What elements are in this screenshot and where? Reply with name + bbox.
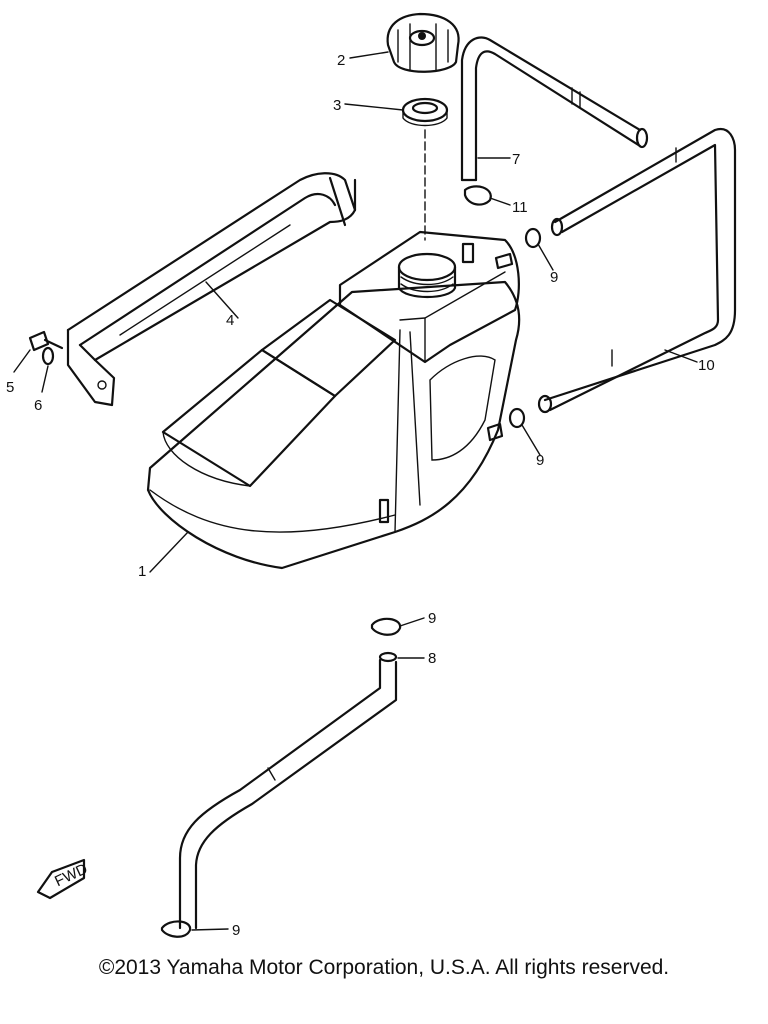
fuel-tank [146, 230, 521, 570]
callout-11: 11 [512, 199, 528, 216]
callout-9-middle: 9 [536, 452, 544, 469]
forward-arrow-icon: FWD [36, 858, 90, 900]
callout-9-lower-top: 9 [428, 610, 436, 627]
cap-gasket [401, 97, 449, 127]
callout-7: 7 [512, 151, 520, 168]
callout-1: 1 [138, 563, 146, 580]
drain-hose [178, 651, 398, 930]
bolt [28, 330, 64, 352]
callout-2: 2 [337, 52, 345, 69]
fuel-cap [386, 12, 460, 73]
tank-band [66, 172, 357, 407]
hose-clamp-upper [524, 227, 542, 249]
callout-10: 10 [698, 357, 715, 374]
callout-9-upper: 9 [550, 269, 558, 286]
callout-9-lower-bottom: 9 [232, 922, 240, 939]
leader-lines [13, 51, 698, 931]
callout-4: 4 [226, 312, 234, 329]
hose-clamp-lower-bottom [160, 920, 192, 938]
vent-hose [460, 36, 649, 182]
hose-clamp-lower-top [370, 617, 402, 636]
washer [41, 346, 55, 366]
fuel-tank-exploded-diagram: FWD 2 3 4 5 6 7 11 9 10 9 1 9 8 9 [6, 12, 737, 939]
callout-5: 5 [6, 379, 14, 396]
copyright-notice: ©2013 Yamaha Motor Corporation, U.S.A. A… [98, 956, 670, 979]
callout-3: 3 [333, 97, 341, 114]
callout-8: 8 [428, 650, 436, 667]
callout-6: 6 [34, 397, 42, 414]
fuel-hose-long [537, 127, 737, 414]
hose-clamp-middle [508, 407, 526, 429]
hose-clip-top [463, 185, 492, 206]
